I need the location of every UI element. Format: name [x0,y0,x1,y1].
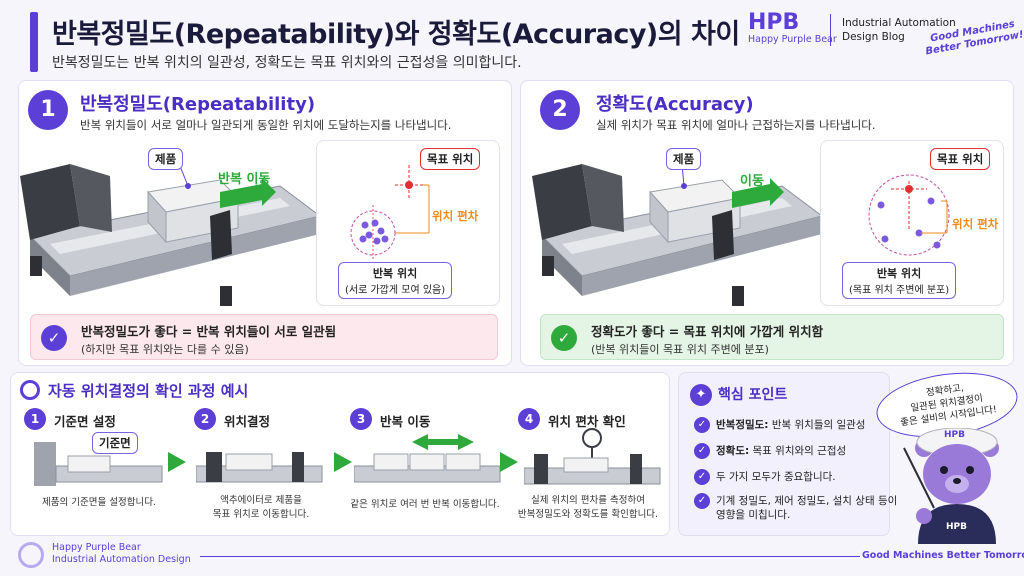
repeatability-scatter [350,165,430,261]
page-subtitle: 반복정밀도는 반복 위치의 일관성, 정확도는 목표 위치와의 근접성을 의미합… [52,55,522,71]
step-4-desc: 실제 위치의 편차를 측정하여 반복정밀도와 정확도를 확인합니다. [512,494,664,522]
repeat-move-label: 반복 이동 [218,172,271,187]
repeatability-title: 반복정밀도(Repeatability) [80,94,316,115]
key-point-1: 반복정밀도: 반복 위치들의 일관성 [716,418,865,432]
repeatability-actuator-illustration [20,164,320,306]
accuracy-title: 정확도(Accuracy) [596,94,754,115]
accuracy-actuator-illustration [532,163,822,306]
footer-brand-line-1: Happy Purple Bear [52,542,141,553]
repeat-position-label: 반복 위치 [372,267,418,280]
key-point-2-bold: 정확도: [716,445,750,457]
gear-icon [20,380,40,400]
mascot-hat-text: HPB [944,430,965,440]
check-icon: ✓ [41,325,67,351]
key-point-4-line-1: 기계 정밀도, 제어 정밀도, 설치 상태 등이 [716,495,898,507]
gear-icon [18,542,44,568]
check-icon: ✓ [694,493,710,509]
repeatability-repeat-tag: 반복 위치 (서로 가깝게 모여 있음) [338,262,453,299]
bear-mascot-illustration [903,428,999,544]
repeatability-result-main: 반복정밀도가 좋다 = 반복 위치들이 서로 일관됨 [81,324,337,339]
key-point-2: 정확도: 목표 위치와의 근접성 [716,444,846,458]
accuracy-repeat-tag: 반복 위치 (목표 위치 주변에 분포) [842,262,957,299]
repeat-position-sub: (서로 가깝게 모여 있음) [345,285,446,296]
step-1-desc: 제품의 기준면을 설정합니다. [42,497,156,508]
target-point [405,181,413,189]
key-points-title: 핵심 포인트 [718,387,788,403]
brand-name: Happy Purple Bear [748,34,837,45]
repeatability-result-box: ✓ 반복정밀도가 좋다 = 반복 위치들이 서로 일관됨 (하지만 목표 위치와… [30,314,498,360]
step-2-title: 위치결정 [224,414,271,429]
accuracy-move-label: 이동 [740,174,764,189]
step-2-desc: 액추에이터로 제품을 목표 위치로 이동합니다. [196,494,326,522]
accuracy-position-sub: (목표 위치 주변에 분포) [849,285,950,296]
process-title: 자동 위치결정의 확인 과정 예시 [48,382,249,400]
arrow-right-icon [334,452,352,472]
repeatability-target-tag: 목표 위치 [420,148,481,170]
key-point-1-text: 반복 위치들의 일관성 [768,419,866,431]
step-3-number: 3 [350,408,372,430]
section-number-1: 1 [28,90,68,130]
key-point-3: 두 가지 모두가 중요합니다. [716,471,836,483]
check-icon: ✓ [694,417,710,433]
accuracy-deviation-label: 위치 편차 [952,217,999,231]
key-point-2-text: 목표 위치와의 근접성 [749,445,847,457]
accuracy-target-tag: 목표 위치 [930,148,991,170]
check-icon: ✓ [694,443,710,459]
step-3-desc: 같은 위치로 여러 번 반복 이동합니다. [350,499,500,510]
accuracy-scatter [868,174,950,256]
accuracy-product-tag: 제품 [666,148,702,170]
mascot-shirt-text: HPB [946,522,967,532]
step-4-desc-line-1: 실제 위치의 편차를 측정하여 [531,495,645,506]
key-point-4: 기계 정밀도, 제어 정밀도, 설치 상태 등이 영향을 미칩니다. [716,494,897,522]
blog-line-2: Design Blog [842,31,905,43]
lightbulb-icon: ✦ [690,384,712,406]
footer-brand-line-2: Industrial Automation Design [52,554,191,565]
repeatability-deviation-label: 위치 편차 [432,209,479,223]
step-3-title: 반복 이동 [380,414,431,429]
repeatability-desc: 반복 위치들이 서로 얼마나 일관되게 동일한 위치에 도달하는지를 나타냅니다… [80,118,452,132]
brand-divider [830,14,831,46]
accuracy-result-main: 정확도가 좋다 = 목표 위치에 가깝게 위치함 [591,324,824,339]
step-4-desc-line-2: 반복정밀도와 정확도를 확인합니다. [517,509,659,520]
step-1-number: 1 [24,408,46,430]
step-1-illustration [34,442,163,486]
arrow-right-icon [500,452,518,472]
step-1-title: 기준면 설정 [54,414,116,429]
dial-gauge-icon [582,428,602,448]
page-title: 반복정밀도(Repeatability)와 정확도(Accuracy)의 차이 [52,19,740,50]
step-2-illustration [196,452,323,483]
footer-slogan: Good Machines Better Tomorrow! [862,550,1024,561]
target-point [905,185,913,193]
step-2-desc-line-2: 목표 위치로 이동합니다. [212,509,310,520]
accuracy-result-sub: (반복 위치들이 목표 위치 주변에 분포) [591,343,769,356]
footer-brand: Happy Purple Bear Industrial Automation … [52,542,191,566]
accuracy-result-box: ✓ 정확도가 좋다 = 목표 위치에 가깝게 위치함 (반복 위치들이 목표 위… [540,314,1004,360]
title-accent-bar [30,12,38,72]
reference-surface-tag: 기준면 [92,432,138,454]
check-icon: ✓ [551,325,577,351]
accuracy-position-label: 반복 위치 [876,267,922,280]
brand-logo: HPB [748,10,800,35]
blog-name: Industrial Automation Design Blog [842,16,956,44]
step-4-number: 4 [518,408,540,430]
key-point-1-bold: 반복정밀도: [716,419,769,431]
key-points-card [678,372,890,536]
key-point-4-line-2: 영향을 미칩니다. [716,509,791,521]
step-2-desc-line-1: 액추에이터로 제품을 [220,495,302,506]
step-2-number: 2 [194,408,216,430]
step-4-illustration [524,428,661,485]
repeatability-product-tag: 제품 [148,148,184,170]
step-3-illustration [354,434,501,483]
step-4-title: 위치 편차 확인 [548,414,626,429]
repeatability-result-sub: (하지만 목표 위치와는 다를 수 있음) [81,343,249,356]
accuracy-desc: 실제 위치가 목표 위치에 얼마나 근접하는지를 나타냅니다. [596,118,876,132]
section-number-2: 2 [540,90,580,130]
footer-divider [200,556,860,557]
blog-line-1: Industrial Automation [842,17,956,29]
check-icon: ✓ [694,469,710,485]
arrow-right-icon [168,452,186,472]
